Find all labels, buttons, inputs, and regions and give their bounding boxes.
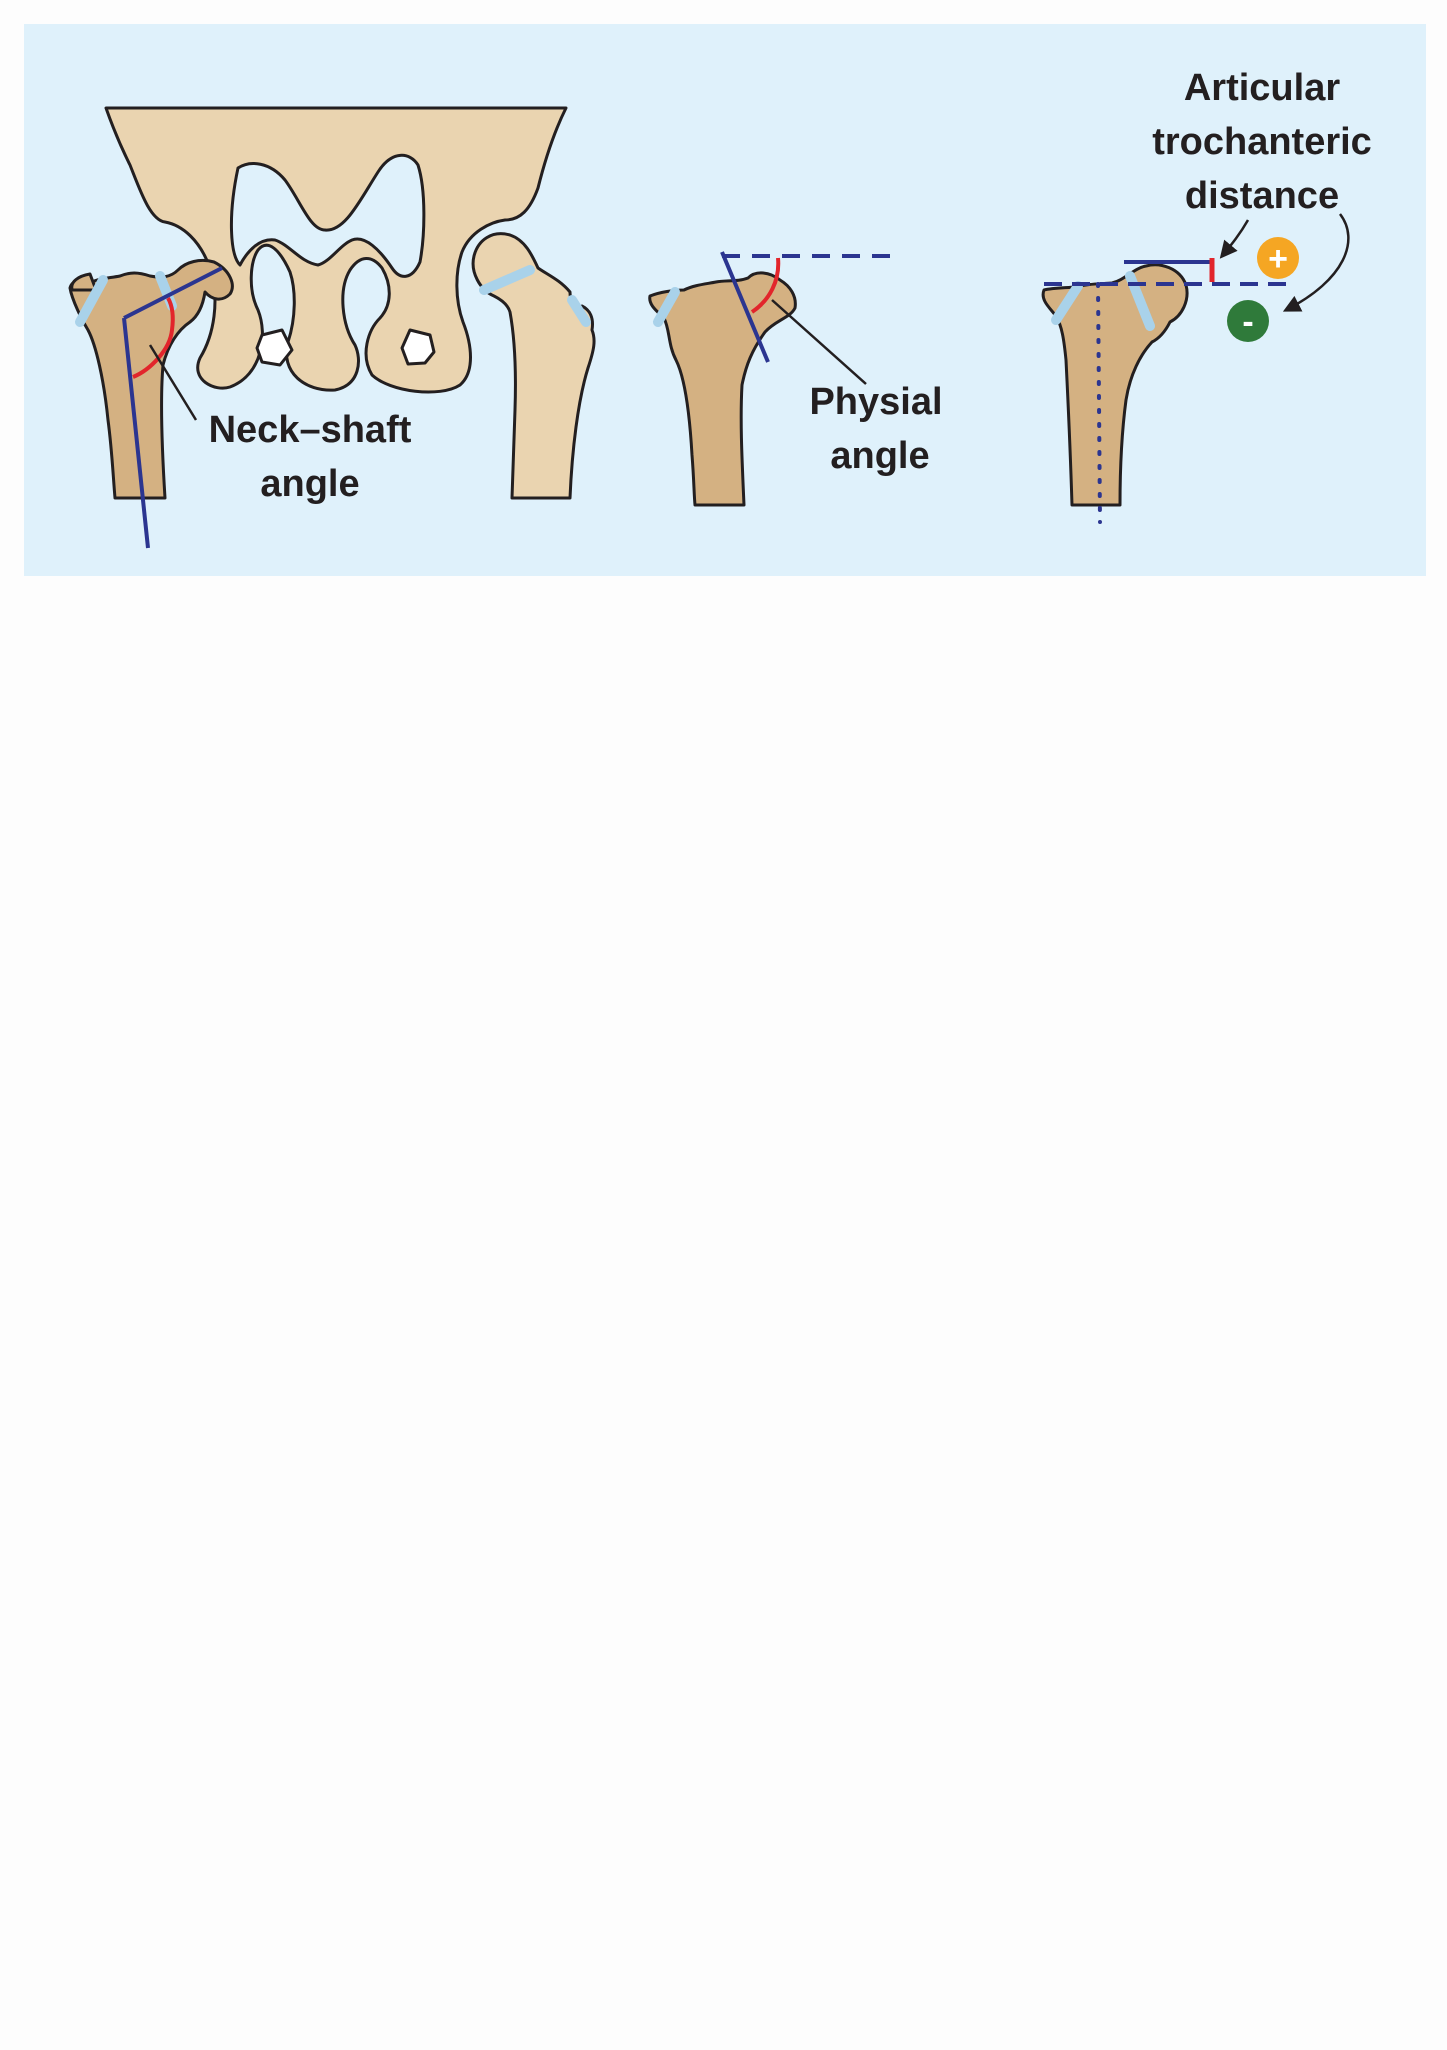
growth-plate-left-trochanter (75, 275, 108, 327)
femur-middle-group: Physial angle (648, 251, 943, 507)
label-atd-line1: Articular (1184, 67, 1340, 109)
label-neck-shaft-line2: angle (260, 463, 359, 505)
curved-arrow-icon-negative (1282, 213, 1350, 312)
physial-angle-arc (750, 257, 781, 314)
growth-plate-right-head (479, 265, 535, 295)
femur-left-group: Neck–shaft angle (68, 258, 412, 549)
femur-right-group (471, 232, 596, 500)
neck-axis-line (123, 266, 223, 320)
femur-left-bone (68, 258, 234, 500)
obturator-foramen-right (400, 328, 436, 366)
label-atd-line3: distance (1185, 175, 1339, 217)
label-physial-line1: Physial (809, 381, 942, 423)
growth-plate-middle-trochanter (653, 287, 680, 327)
shaft-axis-dotted (1096, 282, 1102, 524)
plus-badge-sign: + (1268, 240, 1288, 278)
growth-plate-right-trochanter (567, 295, 591, 327)
femur-atd-group: + - Articular trochanteric distance (1041, 67, 1372, 524)
obturator-foramen-left (255, 328, 294, 367)
pelvis-group (104, 106, 568, 394)
neck-shaft-angle-arc (132, 297, 175, 379)
pelvic-inlet (229, 153, 426, 278)
hip-measurement-diagram: Neck–shaft angle Physial angle + (68, 67, 1372, 549)
growth-plate-atd-trochanter (1051, 281, 1083, 325)
minus-badge-sign: - (1242, 303, 1253, 341)
femur-middle-bone (648, 271, 797, 507)
label-physial-line2: angle (830, 435, 929, 477)
curved-arrow-icon (1219, 219, 1250, 259)
plus-badge-icon: + (1257, 237, 1299, 279)
physis-line (720, 251, 770, 363)
femur-right-bone (471, 232, 596, 500)
greater-trochanter-left (70, 272, 98, 292)
minus-badge-icon: - (1227, 300, 1269, 342)
neck-shaft-leader (148, 344, 198, 421)
label-neck-shaft-line1: Neck–shaft (209, 409, 412, 451)
physial-leader (771, 299, 867, 385)
label-atd-line2: trochanteric (1152, 121, 1372, 163)
shaft-axis-line (122, 317, 150, 549)
